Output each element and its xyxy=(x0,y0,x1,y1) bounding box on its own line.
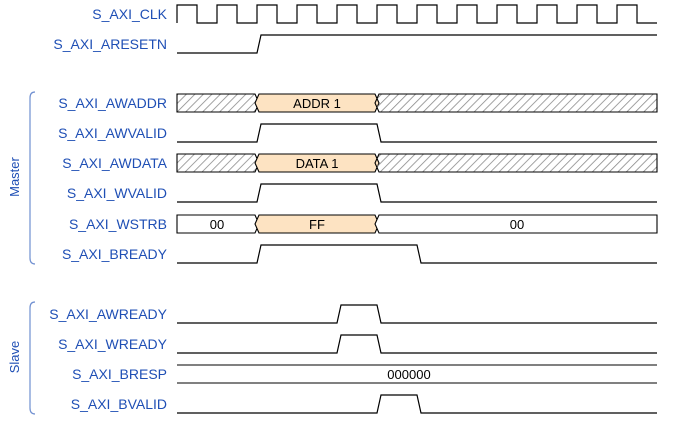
wave-bready xyxy=(177,244,657,264)
wave-clk xyxy=(176,4,657,24)
signal-label-wvalid: S_AXI_WVALID xyxy=(66,185,167,201)
bus-segment-awdata-1 xyxy=(254,153,380,173)
wave-wvalid xyxy=(177,183,657,203)
wave-awvalid xyxy=(177,123,657,143)
signal-label-bresp: S_AXI_BRESP xyxy=(72,366,167,382)
bus-segment-bresp xyxy=(177,364,657,384)
bus-value-wstrb-0: 00 xyxy=(210,217,224,232)
signal-label-awdata: S_AXI_AWDATA xyxy=(62,155,167,171)
wave-aresetn xyxy=(177,34,657,54)
bus-value-wstrb-2: 00 xyxy=(510,217,524,232)
group-bracket-slave xyxy=(29,301,36,415)
signal-label-bvalid: S_AXI_BVALID xyxy=(70,396,167,412)
bus-segment-awdata-0 xyxy=(176,153,260,173)
bus-value-awdata-1: DATA 1 xyxy=(296,156,339,171)
bus-segment-awdata-2 xyxy=(374,153,658,173)
signal-label-clk: S_AXI_CLK xyxy=(92,6,167,22)
bus-value-bresp: 000000 xyxy=(387,367,430,382)
wave-wready xyxy=(177,334,657,354)
signal-label-bready: S_AXI_BREADY xyxy=(61,246,167,262)
signal-label-awready: S_AXI_AWREADY xyxy=(49,306,167,322)
bus-segment-wstrb-1 xyxy=(254,214,380,234)
signal-label-wready: S_AXI_WREADY xyxy=(58,336,167,352)
bus-segment-wstrb-2 xyxy=(374,214,658,234)
bus-value-wstrb-1: FF xyxy=(309,217,325,232)
wave-awready xyxy=(177,304,657,324)
bus-segment-awaddr-1 xyxy=(254,93,380,113)
bus-value-awaddr-1: ADDR 1 xyxy=(293,96,341,111)
signal-label-aresetn: S_AXI_ARESETN xyxy=(53,36,167,52)
signal-label-wstrb: S_AXI_WSTRB xyxy=(68,216,167,232)
bus-segment-awaddr-2 xyxy=(374,93,658,113)
signal-label-awvalid: S_AXI_AWVALID xyxy=(58,125,167,141)
group-bracket-master xyxy=(29,91,36,265)
signal-label-awaddr: S_AXI_AWADDR xyxy=(58,95,167,111)
bus-segment-awaddr-0 xyxy=(176,93,260,113)
wave-bvalid xyxy=(177,394,657,414)
